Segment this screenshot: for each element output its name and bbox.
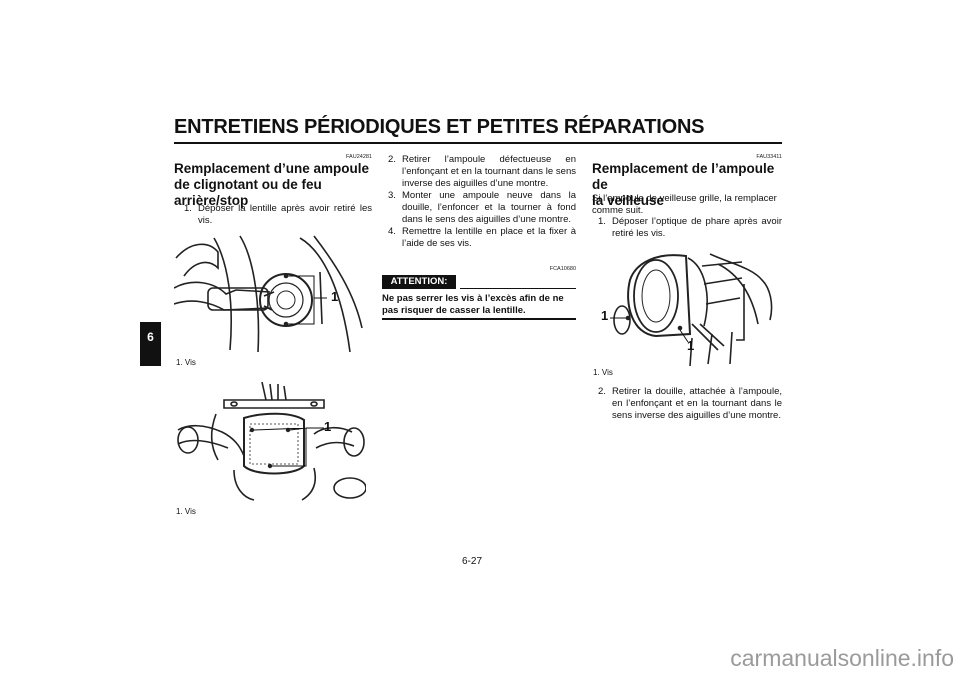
figure-line <box>701 261 743 305</box>
figure-line <box>175 243 219 277</box>
step-text: Retirer la douille, attachée à l’ampoule… <box>612 386 782 421</box>
figure-line <box>249 423 299 465</box>
caution-code: FCA10680 <box>549 266 576 272</box>
page-header-title: ENTRETIENS PÉRIODIQUES ET PETITES RÉPARA… <box>174 116 705 138</box>
figure-line <box>261 381 287 401</box>
headlight-figure <box>610 253 773 367</box>
section-title-line: arrière/stop <box>174 193 249 208</box>
figure-caption: 1. Vis <box>176 358 196 367</box>
step-text: Retirer l’ampoule défectueuse en l’enfon… <box>402 154 576 189</box>
screw-marker <box>249 427 255 433</box>
figure-line <box>174 281 271 295</box>
section-title-line: Remplacement de l’ampoule de <box>592 161 775 192</box>
figure-line <box>239 235 260 353</box>
figure-caption: 1. Vis <box>593 368 613 377</box>
figure-line <box>689 331 733 367</box>
attention-text: Ne pas serrer les vis à l’excès afin de … <box>382 293 564 316</box>
turn-signal-figure <box>174 235 363 353</box>
screw-marker <box>625 315 631 321</box>
figure-caption: 1. Vis <box>176 507 196 516</box>
chapter-tab: 6 <box>140 322 161 366</box>
figure-line <box>177 426 199 454</box>
step-number: 2. <box>388 154 396 165</box>
figure-callout: 1 <box>324 419 332 434</box>
figure-line <box>230 401 238 407</box>
section-title-line: de clignotant ou de feu <box>174 177 322 192</box>
figure-line <box>177 439 229 449</box>
figure-line <box>633 259 679 333</box>
step-text: Déposer la lentille après avoir retiré l… <box>198 203 372 226</box>
step-text: Remettre la lentille en place et la fixe… <box>402 226 576 249</box>
step-text: Monter une ampoule neuve dans la douille… <box>402 190 576 225</box>
figure-line <box>223 399 325 409</box>
figure-line <box>691 323 725 351</box>
figure-line <box>736 284 745 341</box>
step-item: 4. Remettre la lentille en place et la f… <box>388 226 576 250</box>
figure-callout: 1 <box>601 308 609 323</box>
figure-line <box>268 282 304 318</box>
figure-line <box>310 401 318 407</box>
step-text: Déposer l’optique de phare après avoir r… <box>612 216 782 239</box>
header-rule <box>174 142 782 144</box>
screw-marker <box>283 321 289 327</box>
step-list: 2. Retirer l’ampoule défectueuse en l’en… <box>388 154 576 250</box>
figure-line <box>243 412 305 475</box>
attention-rule <box>382 318 576 320</box>
figure-line <box>263 291 275 311</box>
figure-line <box>333 477 366 499</box>
figure-line <box>299 237 351 353</box>
figure-line <box>174 300 271 311</box>
figure-line <box>210 413 219 461</box>
screw-marker <box>283 273 289 279</box>
step-item: 2. Retirer l’ampoule défectueuse en l’en… <box>388 154 576 190</box>
attention-rule <box>460 288 576 289</box>
step-number: 3. <box>388 190 396 201</box>
page-number: 6-27 <box>462 556 483 567</box>
section-title: Remplacement d’une ampoule de clignotant… <box>174 161 374 209</box>
step-number: 1. <box>598 216 606 227</box>
intro-text: Si l’ampoule de veilleuse grille, la rem… <box>592 193 777 216</box>
figure-line <box>687 257 708 327</box>
watermark: carmanualsonline.info <box>730 645 954 671</box>
step-item: 2. Retirer la douille, attachée à l’ampo… <box>598 386 782 422</box>
screw-marker <box>677 325 683 331</box>
step-number: 4. <box>388 226 396 237</box>
section-code: FAU33411 <box>756 154 782 160</box>
figure-line <box>207 287 269 311</box>
figure-line <box>313 235 363 329</box>
figure-callout: 1 <box>331 289 339 304</box>
figure-line <box>627 254 692 338</box>
step-number: 2. <box>598 386 606 397</box>
figure-line <box>213 237 233 351</box>
callout-leader <box>610 317 689 343</box>
section-title: Remplacement de l’ampoule de la veilleus… <box>592 161 792 209</box>
step-item: 1. Déposer la lentille après avoir retir… <box>184 203 372 227</box>
figure-line <box>709 253 773 321</box>
section-title-line: la veilleuse <box>592 193 665 208</box>
callout-leader <box>253 427 324 467</box>
figure-line <box>343 427 365 457</box>
attention-label: ATTENTION: <box>382 275 456 289</box>
step-item: 3. Monter une ampoule neuve dans la doui… <box>388 190 576 226</box>
figure-line <box>641 269 671 323</box>
section-code: FAU24281 <box>346 154 372 160</box>
figure-line <box>717 263 759 325</box>
figure-callout: 1 <box>687 338 695 353</box>
screw-marker <box>267 463 273 469</box>
step-item: 1. Déposer l’optique de phare après avoi… <box>598 216 782 240</box>
section-title-line: Remplacement d’une ampoule <box>174 161 370 176</box>
figure-line <box>613 305 631 335</box>
figure-line <box>276 290 296 310</box>
callout-leader <box>288 275 315 325</box>
tail-light-figure <box>177 381 366 501</box>
figure-line <box>233 467 317 501</box>
step-number: 1. <box>184 203 192 214</box>
